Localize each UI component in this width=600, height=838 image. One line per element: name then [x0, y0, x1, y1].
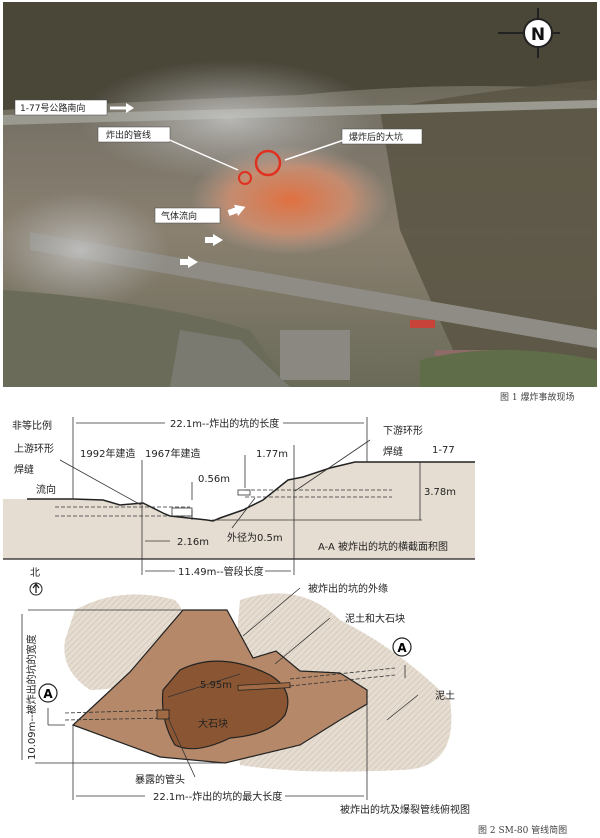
outer-diameter-label: 外径为0.5m: [227, 531, 283, 544]
soil-label: 泥土: [435, 689, 455, 702]
flow-arrows: [180, 204, 246, 268]
depth-378: 3.78m: [424, 487, 456, 498]
plan-title: 被炸出的坑及爆裂管线俯视图: [340, 803, 470, 816]
north-label: 北: [30, 567, 40, 579]
house: [280, 330, 350, 380]
upstream-weld-label: 上游环形: [14, 442, 54, 455]
label-crater: 爆炸后的大坑: [349, 131, 403, 143]
accident-scene-photo: [0, 2, 597, 387]
cross-section-diagram: 非等比例 22.1m--炸出的坑的长度 上游环形 焊缝 1992年建造 1967…: [3, 417, 475, 578]
figure2-caption: 图 2 SM-80 管线简图: [478, 824, 567, 836]
dim-216: 2.16m: [177, 537, 209, 548]
ground-profile: [27, 461, 475, 522]
boulder: [161, 660, 289, 750]
downstream-weld-label: 下游环形: [383, 424, 423, 437]
label-highway: 1-77号公路南向: [20, 102, 85, 114]
section-marker-right: [392, 637, 412, 657]
pipeline-marker: [238, 171, 252, 185]
dim-595: 5.95m: [200, 680, 232, 691]
section-marker-left: [38, 683, 58, 703]
svg-text:N: N: [531, 25, 545, 45]
crater-edge-label: 被炸出的坑的外缘: [308, 582, 388, 595]
built-1967-label: 1967年建造: [145, 447, 200, 460]
boulder-label: 大石块: [198, 717, 228, 730]
crater-width-label: 10.09m--被炸出的坑的宽度: [25, 634, 38, 760]
not-to-scale-label: 非等比例: [12, 419, 52, 432]
compass-icon: N: [498, 8, 560, 58]
downstream-weld-label-2: 焊缝: [383, 445, 403, 458]
label-pipeline: 炸出的管线: [106, 129, 151, 141]
pipe-right: [245, 489, 392, 498]
section-mark-a-right: A: [397, 641, 407, 655]
flow-label: 流向: [36, 483, 56, 496]
max-length-label: 22.1m--炸出的坑的最大长度: [153, 790, 282, 803]
crater-marker: [254, 149, 282, 177]
upstream-weld-label-2: 焊缝: [14, 463, 34, 476]
exposed-end-label: 暴露的管头: [135, 773, 185, 786]
soil-rocks-label: 泥土和大石块: [345, 612, 405, 625]
photo-annotations: 1-77号公路南向 炸出的管线 爆炸后的大坑 气体流向 N: [14, 8, 560, 268]
segment-length-label: 11.49m--管段长度: [178, 565, 264, 578]
road: [30, 232, 597, 348]
crater-length-label: 22.1m--炸出的坑的长度: [170, 417, 279, 430]
section-mark-a-left: A: [43, 687, 53, 701]
label-gas-flow: 气体流向: [161, 210, 197, 222]
depth-056: 0.56m: [198, 474, 230, 485]
north-arrow-icon: [29, 582, 43, 596]
section-title: A-A 被炸出的坑的横截面积图: [318, 540, 448, 553]
pipe-left: [55, 506, 190, 517]
depth-177: 1.77m: [256, 449, 288, 460]
plan-view-diagram: A A 北 被炸出的坑的外缘 泥土和大石块 泥土 10.09m--被炸出的坑的宽…: [21, 567, 470, 816]
figure1-caption: 图 1 爆炸事故现场: [500, 391, 574, 403]
built-1992-label: 1992年建造: [80, 447, 135, 460]
i77-label: 1-77: [432, 445, 455, 456]
